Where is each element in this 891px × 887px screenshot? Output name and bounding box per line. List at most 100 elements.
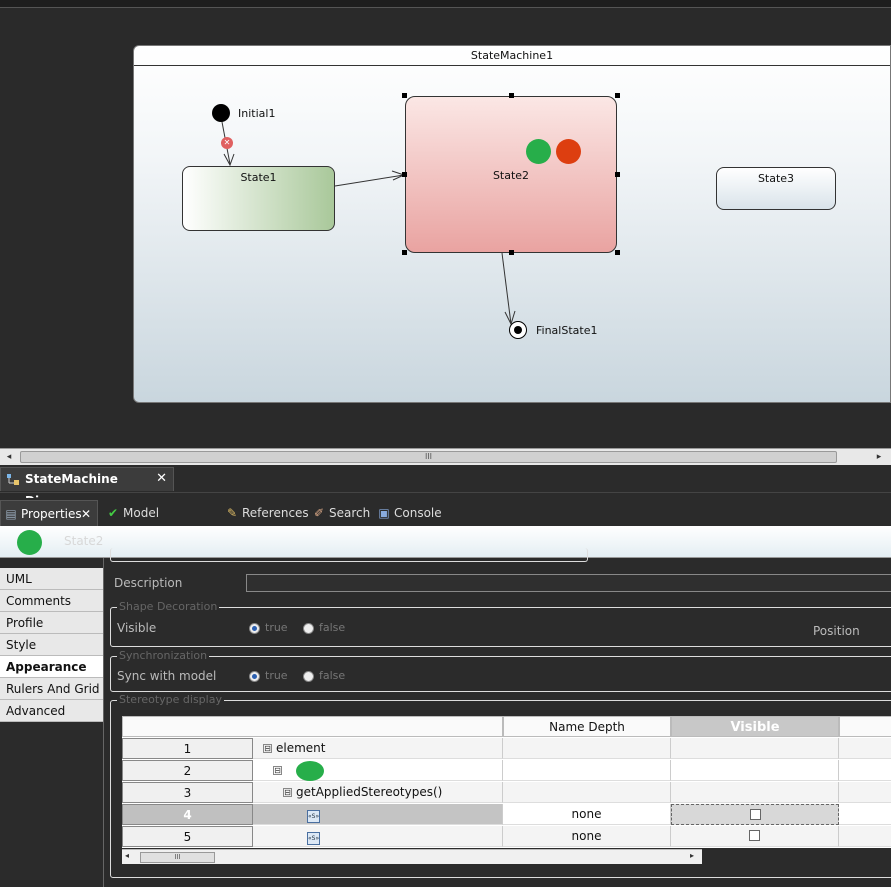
shape-decoration-title: Shape Decoration — [117, 600, 220, 613]
extra-cell — [839, 738, 891, 759]
position-label: Position — [813, 624, 860, 638]
properties-icon: ▤ — [5, 507, 17, 521]
name-depth-cell[interactable]: none — [503, 826, 671, 847]
tab-properties[interactable]: ▤ Properties ✕ — [0, 500, 98, 526]
console-icon: ▣ — [378, 506, 390, 520]
resize-handle[interactable] — [615, 250, 620, 255]
category-tab-advanced[interactable]: Advanced — [0, 700, 103, 722]
table-row[interactable]: «S» — [253, 826, 503, 847]
category-tab-profile[interactable]: Profile — [0, 612, 103, 634]
collapse-icon[interactable]: ⊟ — [283, 788, 292, 797]
sync-false-radio[interactable] — [303, 671, 314, 682]
row-number[interactable]: 2 — [122, 760, 253, 781]
extra-cell — [839, 826, 891, 847]
resize-handle[interactable] — [615, 93, 620, 98]
table-row[interactable]: ⊟ — [253, 760, 503, 781]
red-decoration-icon — [556, 139, 581, 164]
visible-cell[interactable] — [671, 760, 839, 781]
check-icon: ✔ — [107, 506, 119, 520]
resize-handle[interactable] — [615, 172, 620, 177]
row-number[interactable]: 3 — [122, 782, 253, 803]
row-number[interactable]: 5 — [122, 826, 253, 847]
error-marker-icon: ✕ — [221, 137, 233, 149]
visible-cell[interactable] — [671, 738, 839, 759]
synchronization-group: Synchronization Sync with model true fal… — [110, 649, 891, 692]
resize-handle[interactable] — [402, 172, 407, 177]
scroll-left-icon[interactable]: ◂ — [125, 851, 130, 860]
category-tab-style[interactable]: Style — [0, 634, 103, 656]
element-type-icon — [17, 530, 42, 555]
extra-cell — [839, 782, 891, 803]
category-tab-uml[interactable]: UML — [0, 568, 103, 590]
state-machine-frame[interactable]: StateMachine1 Initial1 ✕ State1 State2 — [133, 45, 891, 403]
arrowhead-initial — [223, 153, 235, 167]
state1-node[interactable]: State1 — [182, 166, 335, 231]
tab-console[interactable]: ▣ Console — [374, 500, 444, 526]
canvas-horizontal-scrollbar[interactable]: ◂ III ▸ — [0, 448, 891, 465]
visible-cell[interactable] — [671, 826, 839, 847]
grid-header-name-depth[interactable]: Name Depth — [503, 716, 671, 737]
category-tab-rulers-and-grid[interactable]: Rulers And Grid — [0, 678, 103, 700]
row-number[interactable]: 1 — [122, 738, 253, 759]
tab-references[interactable]: ✎ References — [222, 500, 309, 526]
collapse-icon[interactable]: ⊟ — [273, 766, 282, 775]
initial-label: Initial1 — [238, 107, 276, 120]
tab-references-label: References — [242, 506, 309, 520]
stereotype-display-title: Stereotype display — [117, 693, 224, 706]
state3-node[interactable]: State3 — [716, 167, 836, 210]
table-row[interactable]: ⊟element — [253, 738, 503, 759]
scroll-thumb[interactable]: III — [20, 451, 837, 463]
table-row[interactable]: «S» — [253, 804, 503, 825]
diagram-canvas[interactable]: StateMachine1 Initial1 ✕ State1 State2 — [0, 8, 891, 448]
final-state[interactable] — [509, 321, 527, 339]
row-number[interactable]: 4 — [122, 804, 253, 825]
diagram-icon — [7, 474, 19, 485]
visible-cell[interactable] — [671, 804, 839, 825]
tab-model-validation[interactable]: ✔ Model Validation — [103, 500, 217, 546]
table-row[interactable]: ⊟getAppliedStereotypes() — [253, 782, 503, 803]
extra-cell — [839, 760, 891, 781]
scroll-right-icon[interactable]: ▸ — [690, 851, 695, 860]
close-icon[interactable]: ✕ — [80, 507, 91, 521]
category-tab-appearance[interactable]: Appearance — [0, 656, 103, 678]
top-strip — [0, 0, 891, 8]
visible-false-radio[interactable] — [303, 623, 314, 634]
sync-true-label: true — [265, 669, 288, 682]
views-tab-bar: ▤ Properties ✕ ✔ Model Validation ✎ Refe… — [0, 498, 891, 546]
grid-scroll-thumb[interactable]: III — [140, 852, 215, 863]
visible-cell[interactable] — [671, 782, 839, 803]
name-depth-cell[interactable] — [503, 738, 671, 759]
state2-node[interactable]: State2 — [405, 96, 617, 253]
search-icon: ✐ — [313, 506, 325, 520]
resize-handle[interactable] — [402, 93, 407, 98]
resize-handle[interactable] — [509, 93, 514, 98]
visible-checkbox[interactable] — [749, 830, 760, 841]
stereotype-grid[interactable]: Name Depth Visible 1 ⊟element 2 ⊟ 3 — [122, 716, 891, 848]
resize-handle[interactable] — [509, 250, 514, 255]
sync-true-radio[interactable] — [249, 671, 260, 682]
initial-pseudostate[interactable] — [212, 104, 230, 122]
name-depth-cell[interactable] — [503, 760, 671, 781]
category-tab-comments[interactable]: Comments — [0, 590, 103, 612]
tab-properties-label: Properties — [21, 507, 82, 521]
transition-state2-to-final — [501, 252, 512, 325]
state2-label: State2 — [492, 169, 530, 182]
grid-header-tree[interactable] — [122, 716, 503, 737]
scroll-left-icon[interactable]: ◂ — [6, 452, 12, 462]
stereotype-icon: «S» — [307, 832, 320, 845]
grid-horizontal-scrollbar[interactable]: ◂ III ▸ — [122, 849, 702, 864]
scroll-right-icon[interactable]: ▸ — [876, 452, 882, 462]
visible-true-radio[interactable] — [249, 623, 260, 634]
tab-search[interactable]: ✐ Search — [309, 500, 371, 526]
grid-header-visible[interactable]: Visible — [671, 716, 839, 737]
collapse-icon[interactable]: ⊟ — [263, 744, 272, 753]
transition-state1-to-state2 — [334, 174, 405, 187]
name-depth-cell[interactable] — [503, 782, 671, 803]
properties-content: Description Shape Decoration Visible tru… — [104, 548, 891, 887]
name-depth-cell[interactable]: none — [503, 804, 671, 825]
close-icon[interactable]: ✕ — [156, 471, 167, 486]
visible-checkbox[interactable] — [750, 809, 761, 820]
tab-statemachine-diagram[interactable]: StateMachine Diagram ✕ — [0, 467, 174, 508]
description-field[interactable] — [246, 574, 891, 592]
resize-handle[interactable] — [402, 250, 407, 255]
